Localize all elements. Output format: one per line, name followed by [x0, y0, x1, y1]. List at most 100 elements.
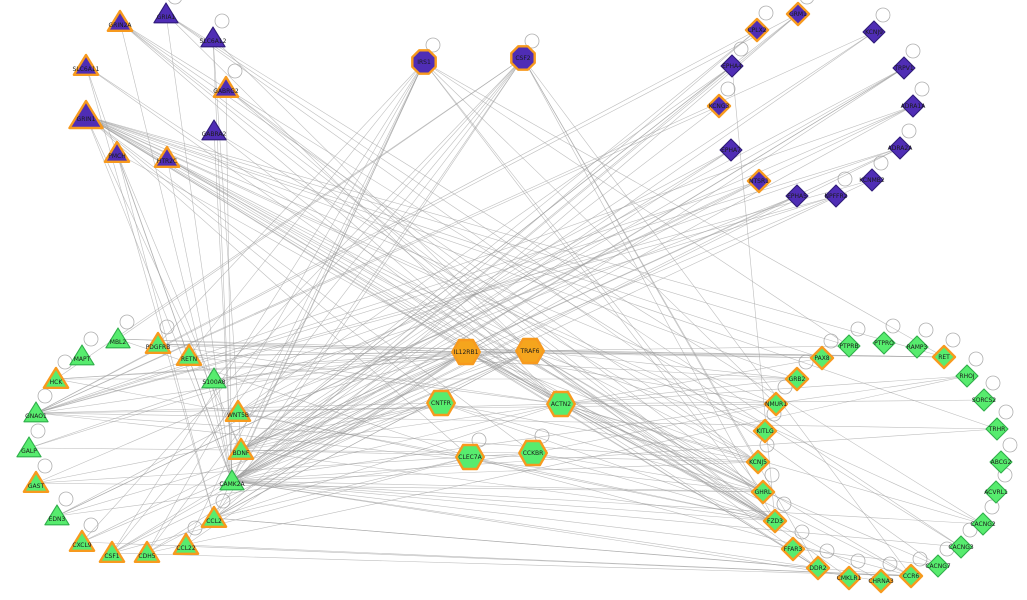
node-BDNF[interactable]: BDNF — [227, 437, 255, 460]
node-EDN3[interactable]: EDN3 — [44, 504, 70, 526]
edge — [231, 403, 562, 482]
edge — [146, 375, 968, 554]
node-HTR2C[interactable]: HTR2C — [153, 145, 181, 169]
node-CXCL9[interactable]: CXCL9 — [68, 529, 96, 552]
hexagon-node-shape — [426, 389, 456, 417]
node-FFAR3[interactable]: FFAR3 — [780, 536, 806, 562]
node-IRS1[interactable]: IRS1 — [411, 49, 437, 75]
node-KCNMB2[interactable]: KCNMB2 — [859, 168, 885, 192]
node-GALP[interactable]: GALP — [16, 436, 42, 458]
node-FZD3[interactable]: FZD3 — [762, 508, 788, 534]
node-WNT5B[interactable]: WNT5B — [224, 399, 252, 422]
node-CDH5[interactable]: CDH5 — [133, 540, 161, 563]
node-KITLG[interactable]: KITLG — [752, 418, 778, 444]
edge — [212, 37, 531, 352]
edge — [35, 195, 837, 414]
node-GRIA1[interactable]: GRIA1 — [153, 2, 179, 24]
node-label: CACNG7 — [925, 563, 951, 570]
node-RAMP3[interactable]: RAMP3 — [905, 335, 929, 359]
node-ADRA1A[interactable]: ADRA1A — [901, 94, 927, 118]
node-CCL2[interactable]: CCL2 — [200, 505, 228, 528]
node-PDGFRB[interactable]: PDGFRB — [144, 331, 172, 354]
edge — [157, 61, 425, 345]
node-NPFFR2[interactable]: NPFFR2 — [824, 184, 848, 208]
node-EPHA5[interactable]: EPHA5 — [785, 184, 809, 208]
node-GRIN1[interactable]: GRIN1 — [68, 99, 104, 130]
node-KCNJ9[interactable]: KCNJ9 — [862, 20, 886, 44]
node-GRB2[interactable]: GRB2 — [784, 366, 810, 392]
node-CACNG7[interactable]: CACNG7 — [925, 554, 951, 578]
node-RETN[interactable]: RETN — [175, 343, 203, 366]
edge — [231, 105, 720, 482]
diamond-node-shape — [784, 366, 810, 392]
edge — [231, 13, 799, 482]
node-PTPRB[interactable]: PTPRB — [837, 334, 861, 358]
node-NMUR1[interactable]: NMUR1 — [763, 391, 789, 417]
node-MAPT[interactable]: MAPT — [69, 344, 95, 366]
node-label: GRIA1 — [157, 14, 176, 21]
node-EPHA4[interactable]: EPHA4 — [720, 54, 744, 78]
node-GRIN2A[interactable]: GRIN2A — [106, 9, 134, 32]
node-CAMK2A[interactable]: CAMK2A — [219, 469, 246, 491]
node-KCNJ5[interactable]: KCNJ5 — [745, 449, 771, 475]
node-GABRG2[interactable]: GABRG2 — [212, 75, 240, 99]
node-GHRL[interactable]: GHRL — [750, 479, 776, 505]
node-ABCG2[interactable]: ABCG2 — [989, 450, 1013, 474]
edge — [522, 57, 912, 577]
node-CCR6[interactable]: CCR6 — [898, 563, 924, 589]
node-SLC6A11[interactable]: SLC6A11 — [73, 53, 100, 77]
node-GRM1[interactable]: GRM1 — [785, 1, 811, 27]
node-label: RETN — [181, 356, 197, 363]
node-TRAF6[interactable]: TRAF6 — [515, 337, 545, 365]
node-CCKBR[interactable]: CCKBR — [518, 439, 548, 467]
node-HCK[interactable]: HCK — [42, 366, 70, 389]
node-CNTFR[interactable]: CNTFR — [426, 389, 456, 417]
edge — [231, 105, 914, 482]
node-RET[interactable]: RET — [931, 344, 957, 370]
node-CHRNA3[interactable]: CHRNA3 — [868, 568, 894, 594]
edge — [85, 115, 823, 359]
self-loop-edge — [215, 493, 231, 509]
node-S100A8[interactable]: S100A8 — [201, 367, 227, 389]
self-loop-edge — [1002, 437, 1018, 453]
node-CSF1[interactable]: CSF1 — [98, 540, 126, 563]
node-PMCH[interactable]: PMCH — [103, 140, 131, 164]
edge — [240, 65, 733, 451]
triangle-node-shape — [42, 366, 70, 389]
node-CMKLR1[interactable]: CMKLR1 — [837, 565, 862, 591]
edge — [35, 412, 759, 463]
node-ACTN2[interactable]: ACTN2 — [546, 390, 576, 418]
edge — [213, 57, 524, 380]
triangle-node-shape — [22, 470, 50, 493]
node-PTPRO[interactable]: PTPRO — [872, 331, 896, 355]
node-label: GRIN1 — [77, 116, 96, 123]
node-GNAO1[interactable]: GNAO1 — [23, 401, 49, 423]
node-DDR2[interactable]: DDR2 — [805, 555, 831, 581]
node-MBL2[interactable]: MBL2 — [105, 327, 131, 349]
node-label: PTPRB — [839, 343, 858, 350]
node-NTSR1[interactable]: NTSR1 — [746, 168, 772, 194]
node-CACNG3[interactable]: CACNG3 — [948, 535, 974, 559]
triangle-node-shape — [69, 344, 95, 366]
node-ADRA2A[interactable]: ADRA2A — [888, 136, 914, 160]
node-KCNG3[interactable]: KCNG3 — [706, 93, 732, 119]
node-GAST[interactable]: GAST — [22, 470, 50, 493]
node-SLC6A12[interactable]: SLC6A12 — [200, 26, 227, 48]
node-PAX8[interactable]: PAX8 — [809, 345, 835, 371]
node-CPLX2[interactable]: CPLX2 — [744, 17, 770, 43]
node-label: ADRA1A — [901, 103, 927, 110]
node-GABRA2[interactable]: GABRA2 — [201, 119, 227, 141]
node-RHOJ[interactable]: RHOJ — [955, 364, 979, 388]
node-ACVRL1[interactable]: ACVRL1 — [984, 480, 1008, 504]
node-TRHR[interactable]: TRHR — [985, 417, 1009, 441]
self-loop-edge — [227, 63, 243, 79]
node-CSF2[interactable]: CSF2 — [510, 45, 536, 71]
node-TRPV1[interactable]: TRPV1 — [892, 56, 916, 80]
node-IL12RB1[interactable]: IL12RB1 — [451, 338, 481, 366]
node-CACNG2[interactable]: CACNG2 — [970, 512, 996, 536]
node-SORCS2[interactable]: SORCS2 — [972, 388, 996, 412]
node-EPHA7[interactable]: EPHA7 — [719, 138, 743, 162]
self-loop-edge — [758, 5, 774, 21]
node-CCL22[interactable]: CCL22 — [172, 532, 200, 555]
node-CLEC7A[interactable]: CLEC7A — [455, 443, 485, 471]
